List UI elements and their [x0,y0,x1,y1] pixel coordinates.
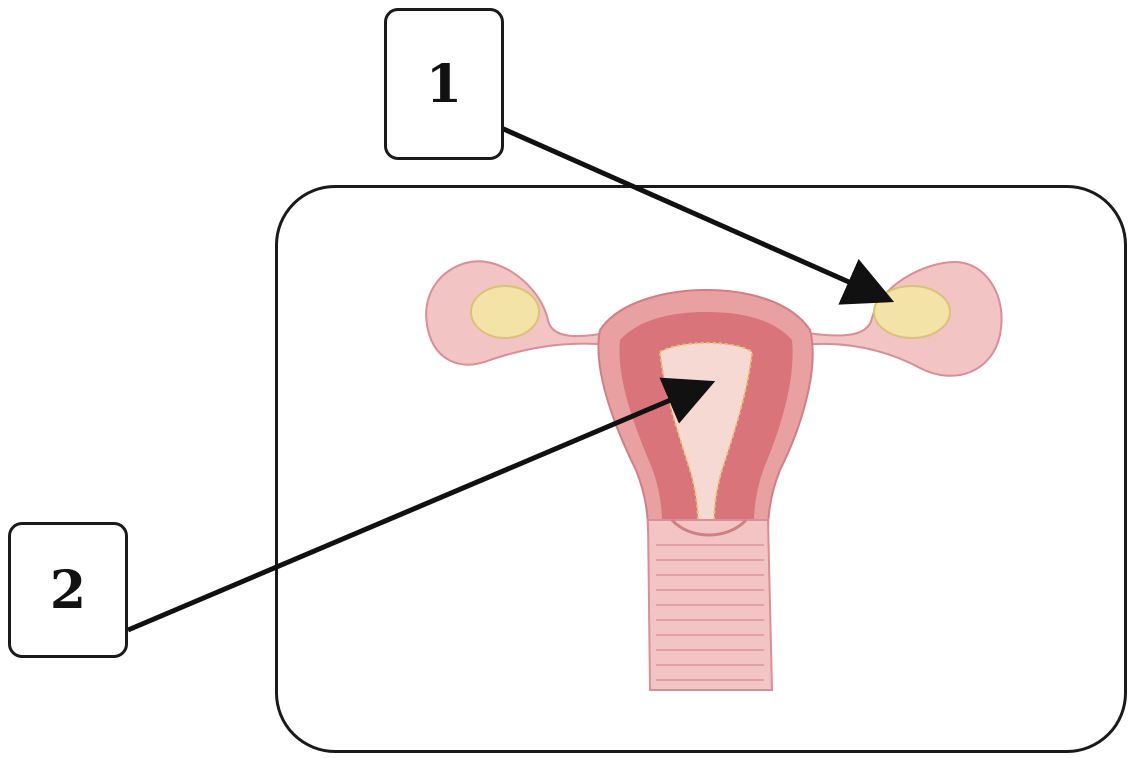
arrow-2 [128,385,706,630]
right-ovary [874,286,950,338]
arrow-1 [490,123,885,298]
left-ovary [471,286,539,338]
label-box-1: 1 [384,8,504,160]
label-box-2: 2 [8,522,128,658]
label-2-text: 2 [50,560,86,621]
label-1-text: 1 [426,54,462,115]
